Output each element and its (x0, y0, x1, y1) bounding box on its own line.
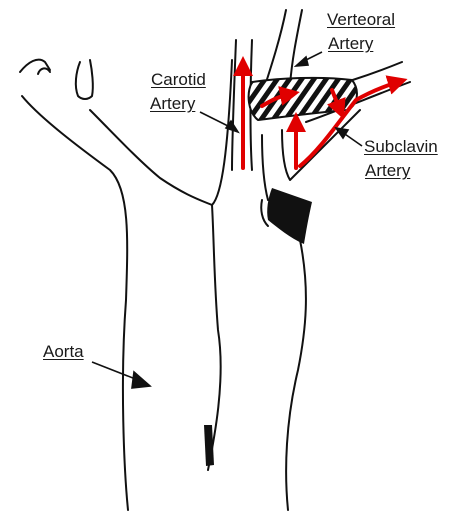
aorta-dark-mark (204, 425, 214, 466)
vertebral-artery-label-1: Verteoral (327, 10, 395, 29)
aorta-right-edge (286, 240, 306, 510)
left-neck-stub-inner (38, 68, 50, 74)
carotid-artery-label-2: Artery (150, 94, 195, 113)
vertebral-artery-label-2: Artery (328, 34, 373, 53)
occlusion-band (267, 188, 312, 244)
aorta-label: Aorta (43, 342, 84, 361)
left-vessel-outer-edge (22, 96, 128, 510)
trunk-top-left (261, 200, 268, 226)
aorta-pointer-head (132, 372, 150, 388)
stenosis-tube (249, 78, 357, 120)
subclavian-artery-label-1: Subclavin (364, 137, 438, 156)
aorta-pointer-line (92, 362, 138, 380)
upper-stub-outline (76, 60, 93, 99)
vertebral-pointer-head (296, 57, 308, 66)
vertebral-right-wall (290, 10, 302, 85)
subclavian-artery-label-2: Artery (365, 161, 410, 180)
subclavian-loop-inner (262, 135, 268, 200)
left-neck-stub-outline (20, 60, 50, 72)
carotid-artery-label-1: Carotid (151, 70, 206, 89)
